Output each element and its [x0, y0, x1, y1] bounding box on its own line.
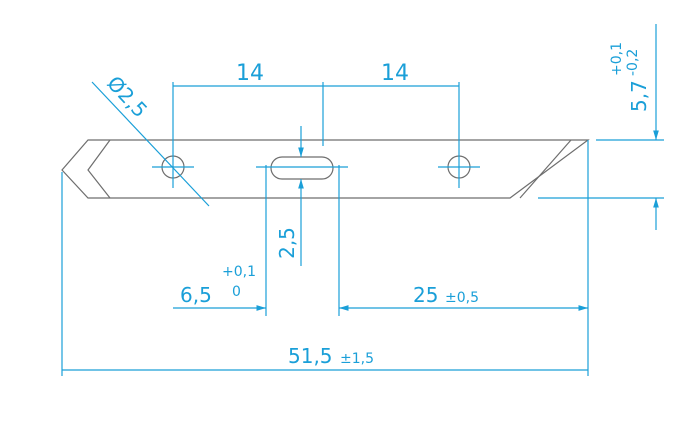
total-length-tol: ±1,5: [340, 351, 374, 367]
spacing-dimension: 14 14: [172, 61, 460, 146]
slot-offset-nominal: 6,5: [180, 283, 212, 307]
blade-outline: [61, 139, 590, 199]
slot: [270, 156, 334, 180]
slot-width-dimension: 2,5: [275, 126, 304, 266]
diameter-dimension: Ø2,5: [91, 71, 210, 207]
hole-right: [438, 146, 480, 188]
slot-offset-dimension: 6,5 +0,1 0: [173, 264, 266, 311]
height-nominal: 5,7: [627, 80, 651, 112]
diameter-label: Ø2,5: [102, 71, 152, 122]
spacing-left-label: 14: [236, 61, 264, 86]
right-length-dimension: 25 ±0,5: [339, 283, 588, 311]
height-dimension: 5,7 +0,1 -0,2: [538, 24, 664, 230]
right-length-tol: ±0,5: [445, 290, 479, 306]
right-length-nominal: 25: [413, 283, 438, 307]
spacing-right-label: 14: [381, 61, 409, 86]
height-tol-lower: -0,2: [625, 49, 641, 76]
total-length-nominal: 51,5: [288, 344, 333, 368]
height-tol-upper: +0,1: [609, 42, 625, 76]
slot-offset-tol-lower: 0: [232, 284, 241, 300]
total-length-dimension: 51,5 ±1,5: [62, 344, 588, 371]
slot-width-label: 2,5: [275, 227, 299, 259]
slot-offset-tol-upper: +0,1: [222, 264, 256, 280]
